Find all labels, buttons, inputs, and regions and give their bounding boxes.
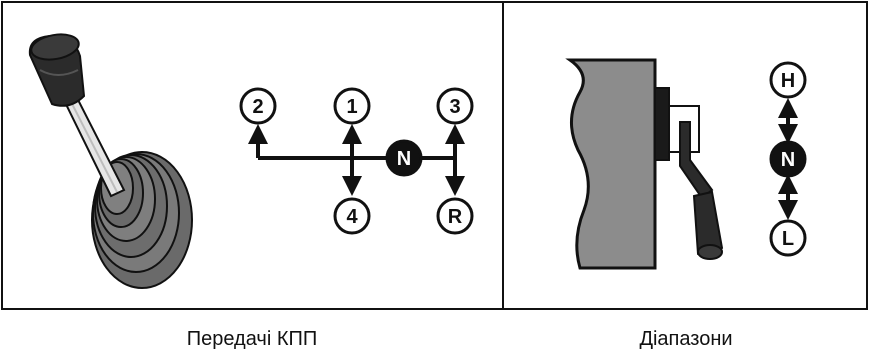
gear-lever-illustration [28, 33, 193, 289]
range-high-label: H [781, 70, 795, 92]
gearbox-caption: Передачі КПП [187, 328, 317, 350]
gear-4-marker: 4 [333, 197, 371, 235]
range-lever-arm [679, 121, 714, 200]
range-high-marker: H [769, 61, 807, 99]
gear-reverse-marker: R [436, 197, 474, 235]
gear-1-label: 1 [346, 96, 357, 118]
range-low-marker: L [769, 219, 807, 257]
range-neutral-label: N [781, 149, 795, 171]
gear-neutral-marker: N [385, 139, 423, 177]
gear-2-label: 2 [252, 96, 263, 118]
lever-boot [91, 151, 193, 289]
gear-2-marker: 2 [239, 87, 277, 125]
range-housing [565, 58, 657, 270]
gearbox-shift-pattern: 2 1 3 4 R N [239, 87, 474, 235]
gear-4-label: 4 [346, 206, 358, 228]
range-lever-illustration [565, 58, 724, 270]
range-neutral-marker: N [769, 140, 807, 178]
range-mount [654, 87, 670, 161]
gear-neutral-label: N [397, 148, 411, 170]
lever-knob [28, 33, 86, 107]
range-caption: Діапазони [639, 328, 732, 350]
gear-3-marker: 3 [436, 87, 474, 125]
gear-3-label: 3 [449, 96, 460, 118]
gear-reverse-label: R [448, 206, 463, 228]
gear-1-marker: 1 [333, 87, 371, 125]
range-low-label: L [782, 228, 794, 250]
range-shift-pattern: H N L [769, 61, 807, 257]
